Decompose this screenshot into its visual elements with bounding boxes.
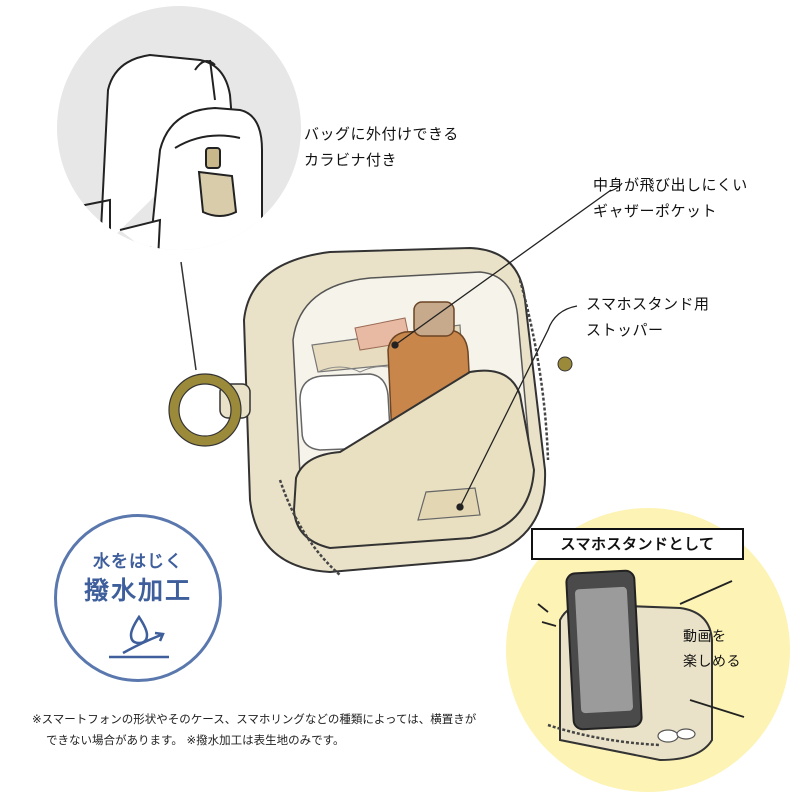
water-repellent-badge: 水をはじく 撥水加工 — [54, 514, 222, 682]
motion-lines — [537, 580, 745, 718]
footnote-line-2: できない場合があります。 ※撥水加工は表生地のみです。 — [46, 733, 345, 747]
footnote: ※スマートフォンの形状やそのケース、スマホリングなどの種類によっては、横置きが … — [32, 709, 772, 751]
footnote-line-1: ※スマートフォンの形状やそのケース、スマホリングなどの種類によっては、横置きが — [32, 712, 477, 726]
water-drop-icon — [109, 614, 169, 659]
backpack-drawing — [59, 53, 263, 250]
callout-carabiner: バッグに外付けできる カラビナ付き — [304, 125, 459, 169]
callout-lines — [391, 189, 612, 511]
stand-caption: 動画を 楽しめる — [683, 629, 741, 670]
callout-gusset-pocket: 中身が飛び出しにくい ギャザーポケット — [593, 176, 748, 220]
badge-main-text: 撥水加工 — [83, 576, 192, 605]
stand-drawing — [547, 569, 713, 762]
stand-section-title: スマホスタンドとして — [531, 528, 744, 560]
callout-phone-stopper: スマホスタンド用 ストッパー — [586, 295, 710, 339]
badge-top-text: 水をはじく — [93, 552, 183, 572]
pouch-drawing — [168, 246, 573, 576]
